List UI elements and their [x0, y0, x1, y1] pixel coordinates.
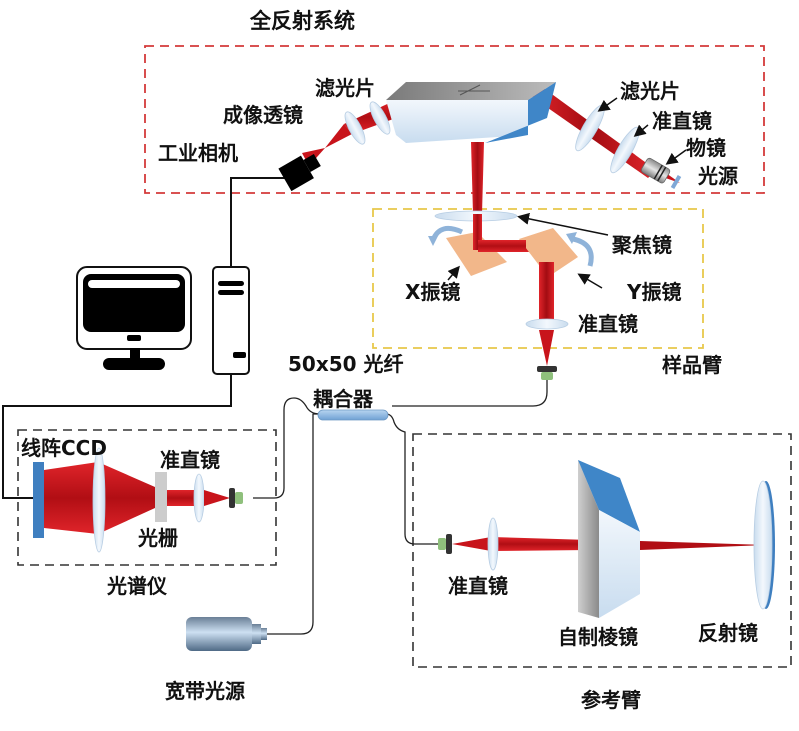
label-spectrometer-collimator: 准直镜: [160, 448, 220, 472]
custom-prism-icon: [578, 460, 640, 618]
arrow-focusing-lens: [517, 212, 609, 236]
spectrometer-collimator-lens: [193, 473, 205, 523]
label-grating: 光栅: [137, 526, 178, 550]
sample-arm-frame: [372, 208, 704, 349]
arrow-y-galvo: [577, 273, 603, 289]
fiber-spectrometer: [253, 397, 321, 499]
label-collimator-top: 准直镜: [652, 109, 712, 133]
line-ccd-icon: [33, 462, 44, 538]
label-reference-mirror: 反射镜: [698, 621, 758, 645]
spectrometer-title: 光谱仪: [106, 574, 168, 598]
label-line-ccd: 线阵CCD: [21, 436, 107, 460]
beam-prism-to-sample: [471, 142, 484, 214]
beam-spectrometer-cone: [204, 490, 230, 506]
label-custom-prism: 自制棱镜: [558, 625, 638, 649]
objective-icon: [641, 157, 671, 184]
reference-arm-title: 参考臂: [581, 688, 641, 712]
beam-sample-cone: [539, 330, 554, 366]
beam-reference-to-mirror: [640, 541, 765, 550]
x-galvo-rotation-arrowhead: [428, 236, 438, 246]
fiber-coupler-icon: [317, 409, 389, 421]
label-light-source: 光源: [697, 164, 738, 188]
computer-tower-icon: [212, 266, 250, 375]
reference-collimator-lens: [487, 517, 499, 571]
total-reflection-frame: [144, 45, 765, 194]
arrow-collimator-right: [633, 124, 649, 137]
label-filter-left: 滤光片: [315, 76, 375, 100]
arrow-objective: [665, 149, 687, 165]
y-galvo-mirror: [519, 228, 578, 277]
reference-mirror-icon: [753, 480, 775, 610]
label-objective: 物镜: [686, 136, 726, 160]
reference-arm-frame: [412, 433, 792, 668]
reference-fiber-connector: [438, 534, 452, 554]
label-x-galvo: X振镜: [405, 280, 460, 304]
label-y-galvo: Y振镜: [626, 280, 681, 304]
beam-between-galvos: [478, 240, 526, 252]
beam-reference-collimated: [491, 537, 590, 551]
sample-arm-title: 样品臂: [662, 353, 722, 377]
arrow-x-galvo: [447, 265, 460, 281]
spectrometer-focus-lens: [92, 447, 106, 553]
beam-reference-cone: [452, 537, 491, 551]
beam-spectrometer-wide: [44, 462, 98, 534]
light-source-icon: [670, 174, 682, 190]
spectrometer-frame: [17, 429, 277, 566]
beam-spectrometer-taper: [98, 462, 155, 534]
industrial-camera-icon: [278, 153, 321, 192]
grating-icon: [155, 472, 167, 522]
beam-over-x-galvo: [473, 214, 482, 250]
label-sample-collimator: 准直镜: [578, 312, 638, 336]
label-reference-collimator: 准直镜: [448, 574, 508, 598]
label-filter-right: 滤光片: [620, 79, 680, 103]
beam-after-y-galvo: [539, 262, 554, 324]
total-reflection-system-title: 全反射系统: [249, 9, 355, 33]
coupler-label-line2: 耦合器: [313, 387, 374, 411]
spectrometer-fiber-connector: [229, 488, 243, 508]
label-imaging-lens: 成像透镜: [223, 103, 303, 127]
beam-camera-cone-a: [325, 124, 352, 148]
y-galvo-rotation-arrow: [572, 236, 594, 267]
broadband-source-title: 宽带光源: [165, 679, 245, 703]
sample-collimator-lens: [525, 318, 569, 330]
arrow-filter-right: [597, 97, 618, 112]
label-focusing-lens: 聚焦镜: [611, 233, 672, 257]
broadband-source-icon: [186, 617, 267, 651]
label-industrial-camera: 工业相机: [158, 141, 238, 165]
ccd-cable: [2, 374, 232, 499]
coupler-label-line1: 50x50 光纤: [288, 352, 404, 376]
filter-left: [369, 101, 391, 135]
fiber-source: [267, 413, 322, 635]
sample-fiber-connector: [537, 366, 557, 380]
camera-cable: [230, 177, 295, 267]
beam-spectrometer-narrow: [167, 490, 195, 506]
total-reflection-prism: [386, 82, 556, 143]
monitor-icon: [76, 266, 192, 370]
fiber-reference: [385, 413, 438, 545]
x-galvo-mirror: [446, 232, 507, 276]
imaging-lens: [344, 111, 366, 145]
y-galvo-rotation-arrowhead: [566, 232, 577, 244]
fiber-sample: [392, 380, 548, 407]
